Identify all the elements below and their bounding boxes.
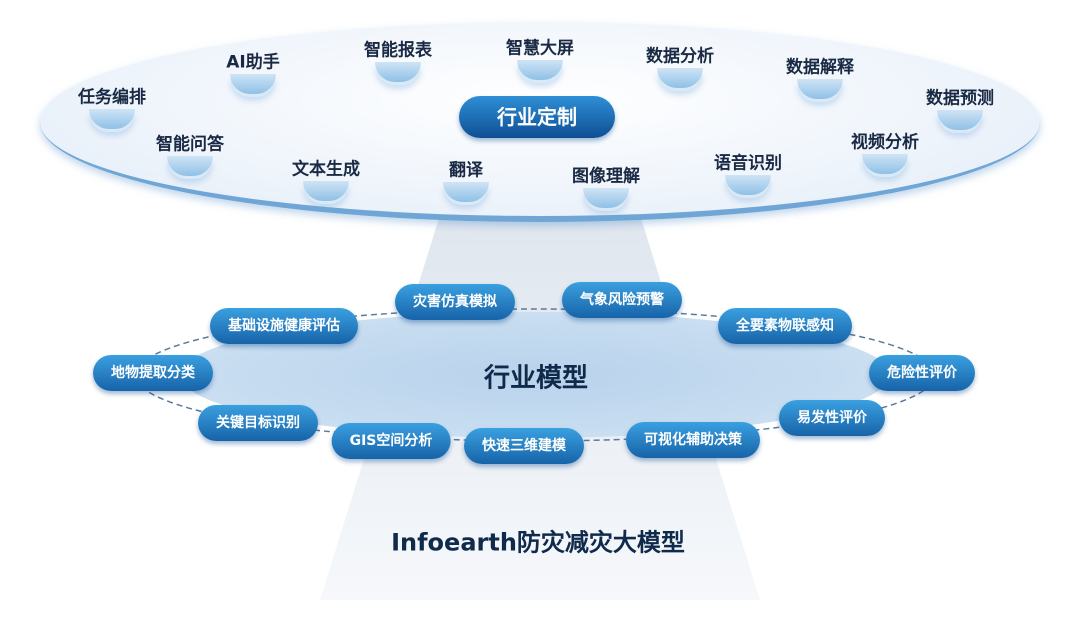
model-pill: 基础设施健康评估: [210, 308, 358, 344]
top-item: 数据解释: [786, 57, 854, 78]
pedestal-icon: [375, 62, 421, 82]
pedestal-icon: [303, 181, 349, 201]
industry-model-title: 行业模型: [483, 363, 589, 394]
top-item: 智慧大屏: [506, 38, 574, 59]
pedestal-icon: [230, 74, 276, 94]
model-pill: 易发性评价: [779, 400, 885, 436]
pedestal-icon: [517, 60, 563, 80]
model-pill: 危险性评价: [869, 355, 975, 391]
pedestal-icon: [89, 109, 135, 129]
model-pill: 全要素物联感知: [718, 308, 852, 344]
bottom-title: Infoearth防灾减灾大模型: [391, 528, 685, 557]
top-item: 智能问答: [156, 134, 224, 155]
pedestal-icon: [167, 156, 213, 176]
model-pill: 地物提取分类: [93, 355, 213, 391]
pedestal-icon: [583, 188, 629, 208]
top-item: 翻译: [449, 160, 483, 181]
top-item: 任务编排: [78, 87, 146, 108]
pedestal-icon: [862, 154, 908, 174]
top-item: 数据预测: [926, 88, 994, 109]
top-item: 视频分析: [851, 132, 919, 153]
model-pill: GIS空间分析: [331, 423, 451, 459]
top-item: 智能报表: [364, 40, 432, 61]
top-item: 语音识别: [714, 153, 782, 174]
pedestal-icon: [797, 79, 843, 99]
top-item: 文本生成: [292, 159, 360, 180]
pedestal-icon: [443, 182, 489, 202]
pedestal-icon: [937, 110, 983, 130]
model-pill: 快速三维建模: [464, 428, 584, 464]
model-pill: 关键目标识别: [198, 405, 318, 441]
pedestal-icon: [725, 175, 771, 195]
pedestal-icon: [657, 68, 703, 88]
top-item: 数据分析: [646, 46, 714, 67]
top-item: 图像理解: [572, 166, 640, 187]
model-pill: 灾害仿真模拟: [395, 284, 515, 320]
industry-custom-pill: 行业定制: [459, 96, 615, 138]
top-item: AI助手: [226, 52, 280, 73]
model-pill: 气象风险预警: [562, 282, 682, 318]
model-pill: 可视化辅助决策: [626, 422, 760, 458]
